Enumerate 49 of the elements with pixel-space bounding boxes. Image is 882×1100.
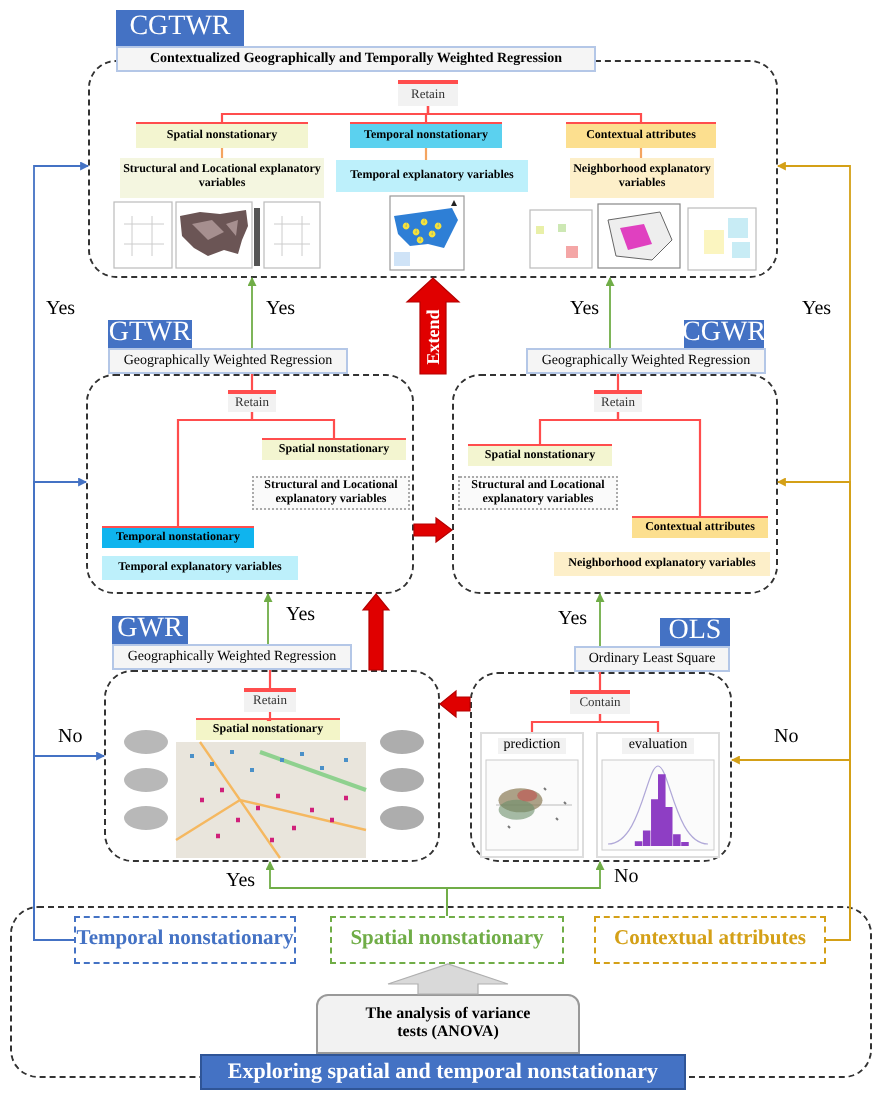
factor-box: Temporal nonstationary [74, 916, 296, 964]
edge-label: Yes [568, 300, 602, 320]
block-arrow [387, 963, 509, 995]
edge-label: Yes [44, 300, 78, 320]
test-box: The analysis of variance tests (ANOVA) [316, 994, 580, 1054]
block-arrow [413, 516, 453, 544]
arrow [605, 276, 615, 349]
model-tag: GTWR [108, 320, 192, 348]
model-tag: OLS [660, 618, 730, 646]
connector-line [424, 148, 428, 160]
edge-label: No [612, 868, 641, 888]
connector-line [220, 148, 224, 158]
connector-line [598, 672, 602, 690]
edge-label: No [56, 728, 85, 748]
factor-box: Spatial nonstationary [330, 916, 564, 964]
block-arrow [361, 593, 391, 671]
arrow [33, 751, 106, 941]
model-tag: CGTWR [116, 10, 244, 46]
connector-line [616, 374, 620, 390]
arrow [247, 276, 257, 349]
block-arrow [439, 689, 471, 719]
connector-line [616, 412, 702, 516]
edge-label: No [772, 728, 801, 748]
model-tag: GWR [112, 616, 188, 644]
dashed-frame [470, 672, 732, 862]
chart-panel [596, 732, 720, 858]
connector-line [266, 712, 272, 722]
edge-label: Yes [224, 872, 258, 892]
dashed-frame [104, 670, 440, 862]
edge-label: Yes [556, 610, 590, 630]
edge-label: Yes [264, 300, 298, 320]
chart-panel [480, 732, 584, 858]
arrow [263, 592, 273, 645]
dashed-frame [452, 374, 778, 594]
connector-line [426, 106, 643, 122]
arrow [446, 860, 605, 917]
edge-label: Yes [800, 300, 834, 320]
connector-line [598, 714, 660, 732]
dashed-frame [86, 374, 414, 594]
connector-line [250, 374, 254, 390]
connector-line [176, 412, 254, 526]
arrow [730, 755, 851, 941]
edge-label: Yes [284, 606, 318, 626]
connector-line [268, 670, 272, 688]
factor-box: Contextual attributes [594, 916, 826, 964]
banner: Exploring spatial and temporal nonstationary [200, 1054, 686, 1090]
arrow [595, 592, 605, 647]
connector-line [639, 148, 643, 158]
model-tag: CGWR [684, 320, 764, 348]
